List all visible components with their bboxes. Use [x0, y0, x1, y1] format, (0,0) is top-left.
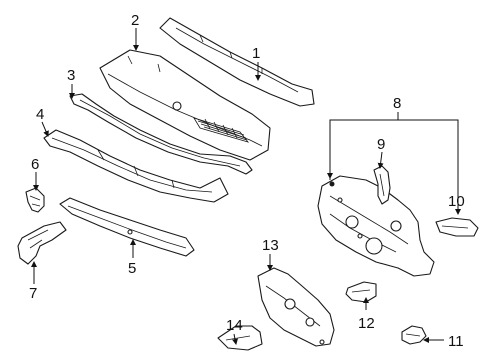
part-2-cowl-vent-panel	[99, 49, 271, 161]
callout-3: 3	[67, 67, 75, 84]
part-7-duct	[17, 221, 67, 265]
part-6-small-bracket	[25, 187, 45, 213]
callout-2: 2	[131, 12, 139, 29]
leader-9	[377, 151, 384, 169]
leader-lines	[31, 28, 461, 345]
leader-14	[232, 333, 238, 345]
callout-7: 7	[29, 285, 37, 302]
callout-12: 12	[358, 315, 375, 332]
part-12-bracket	[345, 281, 377, 303]
callout-5: 5	[128, 260, 136, 277]
part-8-dash-panel	[317, 175, 435, 277]
part-4-reinforcement	[43, 129, 229, 203]
part-1-cowl-top-panel	[159, 17, 315, 107]
part-13-lower-dash	[257, 267, 335, 347]
part-5-lower-crossmember	[59, 197, 195, 257]
leader-8-bracket	[329, 119, 459, 212]
part-3-seal-strip	[69, 93, 253, 175]
callout-11: 11	[448, 333, 464, 350]
callout-1: 1	[252, 45, 260, 62]
part-9-strip	[373, 165, 391, 205]
leader-4	[41, 121, 49, 137]
callout-14: 14	[226, 317, 243, 334]
part-11-small-bracket	[401, 325, 427, 345]
part-10-side-bracket	[435, 217, 479, 237]
callout-6: 6	[31, 156, 39, 173]
callout-13: 13	[262, 237, 279, 254]
callout-8: 8	[393, 95, 401, 112]
part-14-small-plate	[217, 325, 263, 351]
callout-10: 10	[448, 193, 465, 210]
callout-9: 9	[377, 136, 385, 153]
part-2-grille-mesh	[193, 117, 250, 143]
callout-4: 4	[36, 106, 44, 123]
